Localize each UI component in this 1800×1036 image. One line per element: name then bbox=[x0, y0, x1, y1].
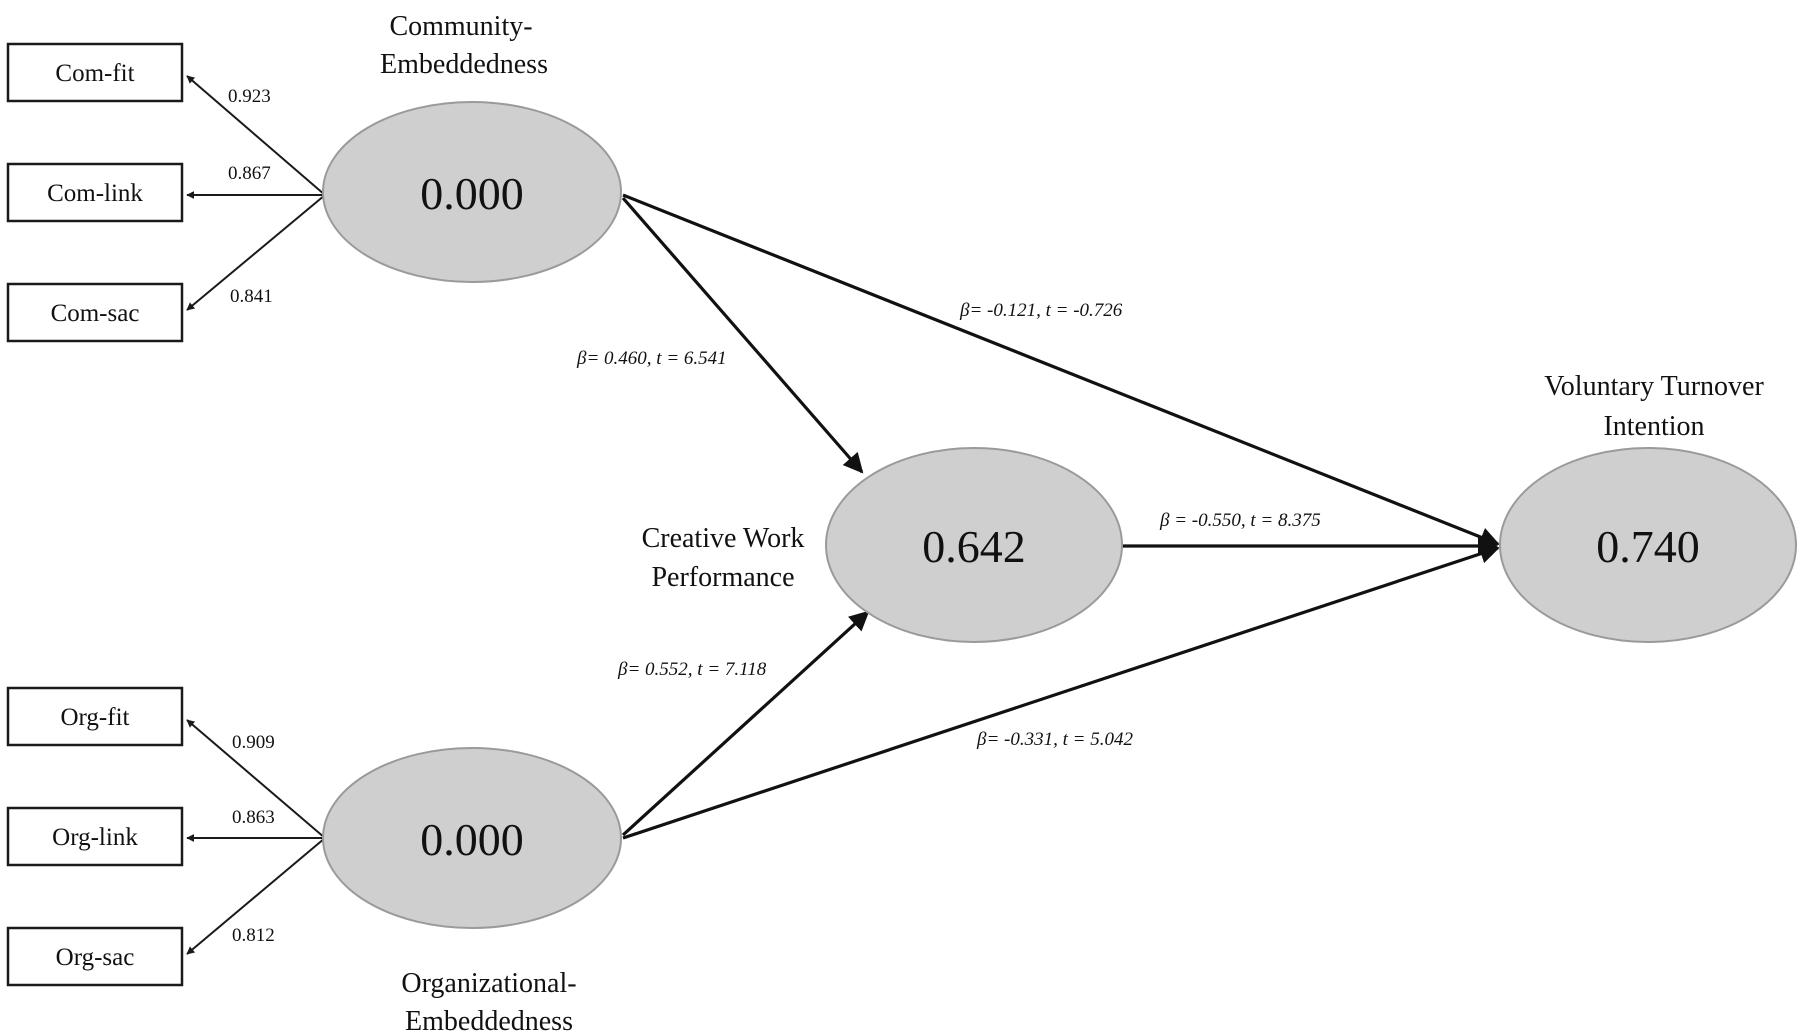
construct-value: 0.642 bbox=[922, 521, 1026, 572]
construct-value: 0.000 bbox=[420, 168, 524, 219]
construct-value: 0.740 bbox=[1596, 521, 1700, 572]
label-turnover-line1: Voluntary Turnover bbox=[1544, 371, 1764, 402]
label-organizational-line1: Organizational- bbox=[401, 968, 576, 999]
loading-org-sac: 0.812 bbox=[232, 925, 275, 946]
label-creative-line2: Performance bbox=[651, 562, 794, 593]
path-label-com-to-creative: β= 0.460, t = 6.541 bbox=[576, 348, 727, 369]
path-arrow-org-to-creative bbox=[621, 610, 870, 837]
indicator-org-sac: Org-sac bbox=[6, 926, 184, 987]
path-label-org-to-turnover: β= -0.331, t = 5.042 bbox=[976, 729, 1133, 750]
path-label-creative-to-turnover: β = -0.550, t = 8.375 bbox=[1159, 510, 1321, 531]
loading-arrow-com-sac bbox=[186, 194, 326, 311]
indicator-label: Com-link bbox=[47, 180, 143, 207]
path-arrow-com-to-creative bbox=[621, 196, 864, 474]
loading-com-link: 0.867 bbox=[228, 163, 271, 184]
loading-arrow-com-fit bbox=[186, 75, 326, 196]
indicator-label: Org-fit bbox=[61, 704, 130, 731]
path-label-org-to-creative: β= 0.552, t = 7.118 bbox=[617, 659, 767, 680]
indicator-label: Org-sac bbox=[56, 944, 135, 971]
construct-community-embeddedness: 0.000 bbox=[322, 101, 622, 283]
construct-value: 0.000 bbox=[420, 814, 524, 865]
loading-com-fit: 0.923 bbox=[228, 86, 271, 107]
indicator-com-fit: Com-fit bbox=[6, 42, 184, 103]
label-creative-line1: Creative Work bbox=[642, 523, 805, 554]
loading-arrow-org-fit bbox=[186, 719, 326, 839]
indicator-org-fit: Org-fit bbox=[6, 686, 184, 747]
label-community-line1: Community- bbox=[389, 11, 532, 42]
label-organizational-line2: Embeddedness bbox=[405, 1006, 573, 1036]
indicator-com-link: Com-link bbox=[6, 162, 184, 223]
path-label-com-to-turnover: β= -0.121, t = -0.726 bbox=[959, 300, 1123, 321]
path-arrow-org-to-turnover bbox=[622, 544, 1500, 840]
label-community-line2: Embeddedness bbox=[380, 49, 548, 80]
construct-voluntary-turnover-intention: 0.740 bbox=[1499, 447, 1797, 643]
label-turnover-line2: Intention bbox=[1603, 411, 1704, 442]
indicator-label: Com-sac bbox=[51, 300, 140, 327]
construct-creative-work-performance: 0.642 bbox=[825, 447, 1123, 643]
indicator-label: Com-fit bbox=[55, 60, 134, 87]
construct-organizational-embeddedness: 0.000 bbox=[322, 747, 622, 929]
path-arrow-com-to-turnover bbox=[622, 193, 1500, 547]
loading-arrow-org-sac bbox=[186, 837, 326, 955]
indicator-com-sac: Com-sac bbox=[6, 282, 184, 343]
indicator-org-link: Org-link bbox=[6, 806, 184, 867]
loading-org-fit: 0.909 bbox=[232, 732, 275, 753]
loading-com-sac: 0.841 bbox=[230, 286, 273, 307]
loading-org-link: 0.863 bbox=[232, 807, 275, 828]
indicator-label: Org-link bbox=[52, 824, 138, 851]
